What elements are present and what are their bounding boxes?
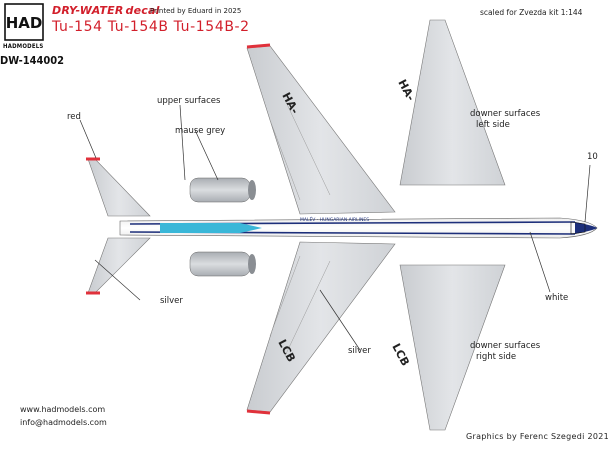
- footer-email: info@hadmodels.com: [20, 418, 107, 427]
- callout-white: white: [545, 293, 569, 303]
- callout-downer-right-line1: downer surfaces: [470, 341, 541, 351]
- engine-upper-left: [189, 177, 251, 203]
- underside-left-registration: HA-: [395, 77, 417, 103]
- underside-left-wing: [399, 19, 506, 186]
- cockpit-windows: [570, 221, 586, 235]
- stabilizer-lower: [87, 237, 151, 294]
- callout-red: red: [67, 112, 81, 122]
- footer-url: www.hadmodels.com: [20, 405, 106, 414]
- wing-tip-red-lower: [246, 409, 271, 415]
- callout-silver-tail: silver: [160, 296, 183, 306]
- nose-cone: [575, 222, 597, 234]
- logo-text: HAD: [6, 14, 43, 32]
- engine-lower-left: [189, 251, 251, 277]
- underside-right-wing: [399, 264, 506, 431]
- product-code: DW-144002: [0, 54, 65, 67]
- model-names: Tu-154 Tu-154B Tu-154B-2: [52, 19, 250, 35]
- brand-name: HADMODELS: [3, 43, 44, 50]
- engine-intake-upper: [248, 180, 256, 200]
- callout-silver-wing: silver: [348, 346, 371, 356]
- had-logo: HAD: [4, 3, 44, 41]
- graphics-credit: Graphics by Ferenc Szegedi 2021: [466, 432, 609, 441]
- stabilizer-upper: [87, 158, 151, 217]
- decal-brand-name: DRY-WATER: [52, 4, 124, 17]
- fuselage-title-upper: MALÉV · HUNGARIAN AIRLINES: [300, 215, 369, 223]
- callout-downer-right-line2: right side: [476, 352, 517, 362]
- callout-mause-grey: mause grey: [175, 126, 226, 136]
- callout-downer-left-line2: left side: [476, 120, 510, 130]
- scale-note: scaled for Zvezda kit 1:144: [480, 8, 583, 17]
- callout-downer-left-line1: downer surfaces: [470, 109, 541, 119]
- callout-decal-number: 10: [587, 152, 598, 162]
- decal-word: decal: [125, 4, 160, 17]
- wing-tip-red-upper: [246, 43, 271, 49]
- underside-right-registration: LCB: [389, 341, 411, 368]
- leader-lines: [79, 104, 591, 351]
- had-logo-mark: HAD: [4, 3, 44, 41]
- wing-upper: [246, 45, 396, 215]
- wing-lower: [246, 241, 396, 413]
- fin-cyan: [160, 223, 262, 233]
- callout-upper-surfaces: upper surfaces: [157, 96, 221, 106]
- engine-intake-lower: [248, 254, 256, 274]
- printed-note: Printed by Eduard in 2025: [150, 7, 242, 15]
